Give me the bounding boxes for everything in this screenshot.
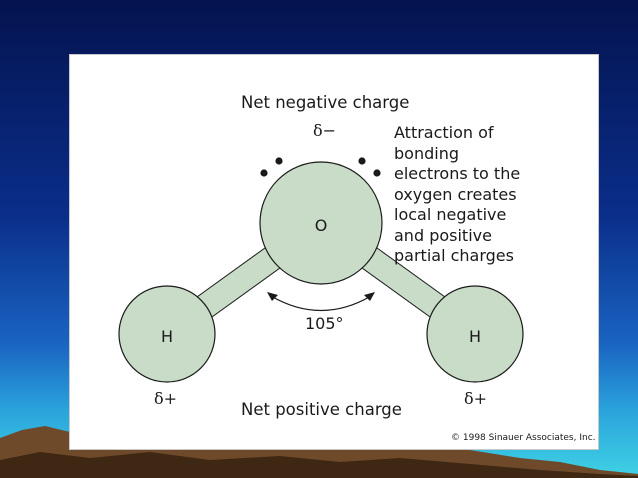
hydrogen-atom-left (118, 285, 216, 383)
lone-pair-electron (260, 169, 268, 177)
annotation-line: Attraction of (394, 123, 494, 142)
mountain-shadow (0, 452, 638, 478)
lone-pair-electron (358, 157, 366, 165)
hydrogen-left-label: H (160, 327, 174, 346)
annotation-line: local negative (394, 205, 507, 224)
annotation-line: electrons to the (394, 164, 521, 183)
water-molecule-diagram (118, 157, 524, 383)
bond-angle-label: 105° (305, 314, 344, 333)
hydrogen-atom-right (426, 285, 524, 383)
annotation-line: bonding (394, 143, 459, 163)
oxygen-atom (259, 161, 383, 285)
annotation-line: partial charges (394, 246, 514, 265)
angle-arrowhead-right (364, 292, 375, 301)
bond-angle-arc (270, 295, 372, 312)
lone-pair-electron (373, 169, 381, 177)
hydrogen-right-label: H (468, 327, 482, 346)
annotation-text: Attraction of bonding electrons to the o… (394, 123, 520, 267)
diagram-panel: Net negative charge δ− Attraction of bon… (69, 54, 599, 450)
angle-arrowhead-left (267, 292, 278, 301)
net-negative-charge-label: Net negative charge (241, 93, 410, 112)
copyright-notice: © 1998 Sinauer Associates, Inc. (451, 433, 596, 443)
annotation-line: and positive (394, 225, 492, 245)
net-positive-charge-label: Net positive charge (241, 400, 402, 419)
delta-positive-right-label: δ+ (464, 389, 488, 408)
delta-positive-left-label: δ+ (154, 389, 178, 408)
delta-negative-label: δ− (313, 121, 337, 140)
oxygen-label: O (314, 216, 328, 235)
annotation-line: oxygen creates (394, 184, 517, 204)
lone-pair-electron (275, 157, 283, 165)
